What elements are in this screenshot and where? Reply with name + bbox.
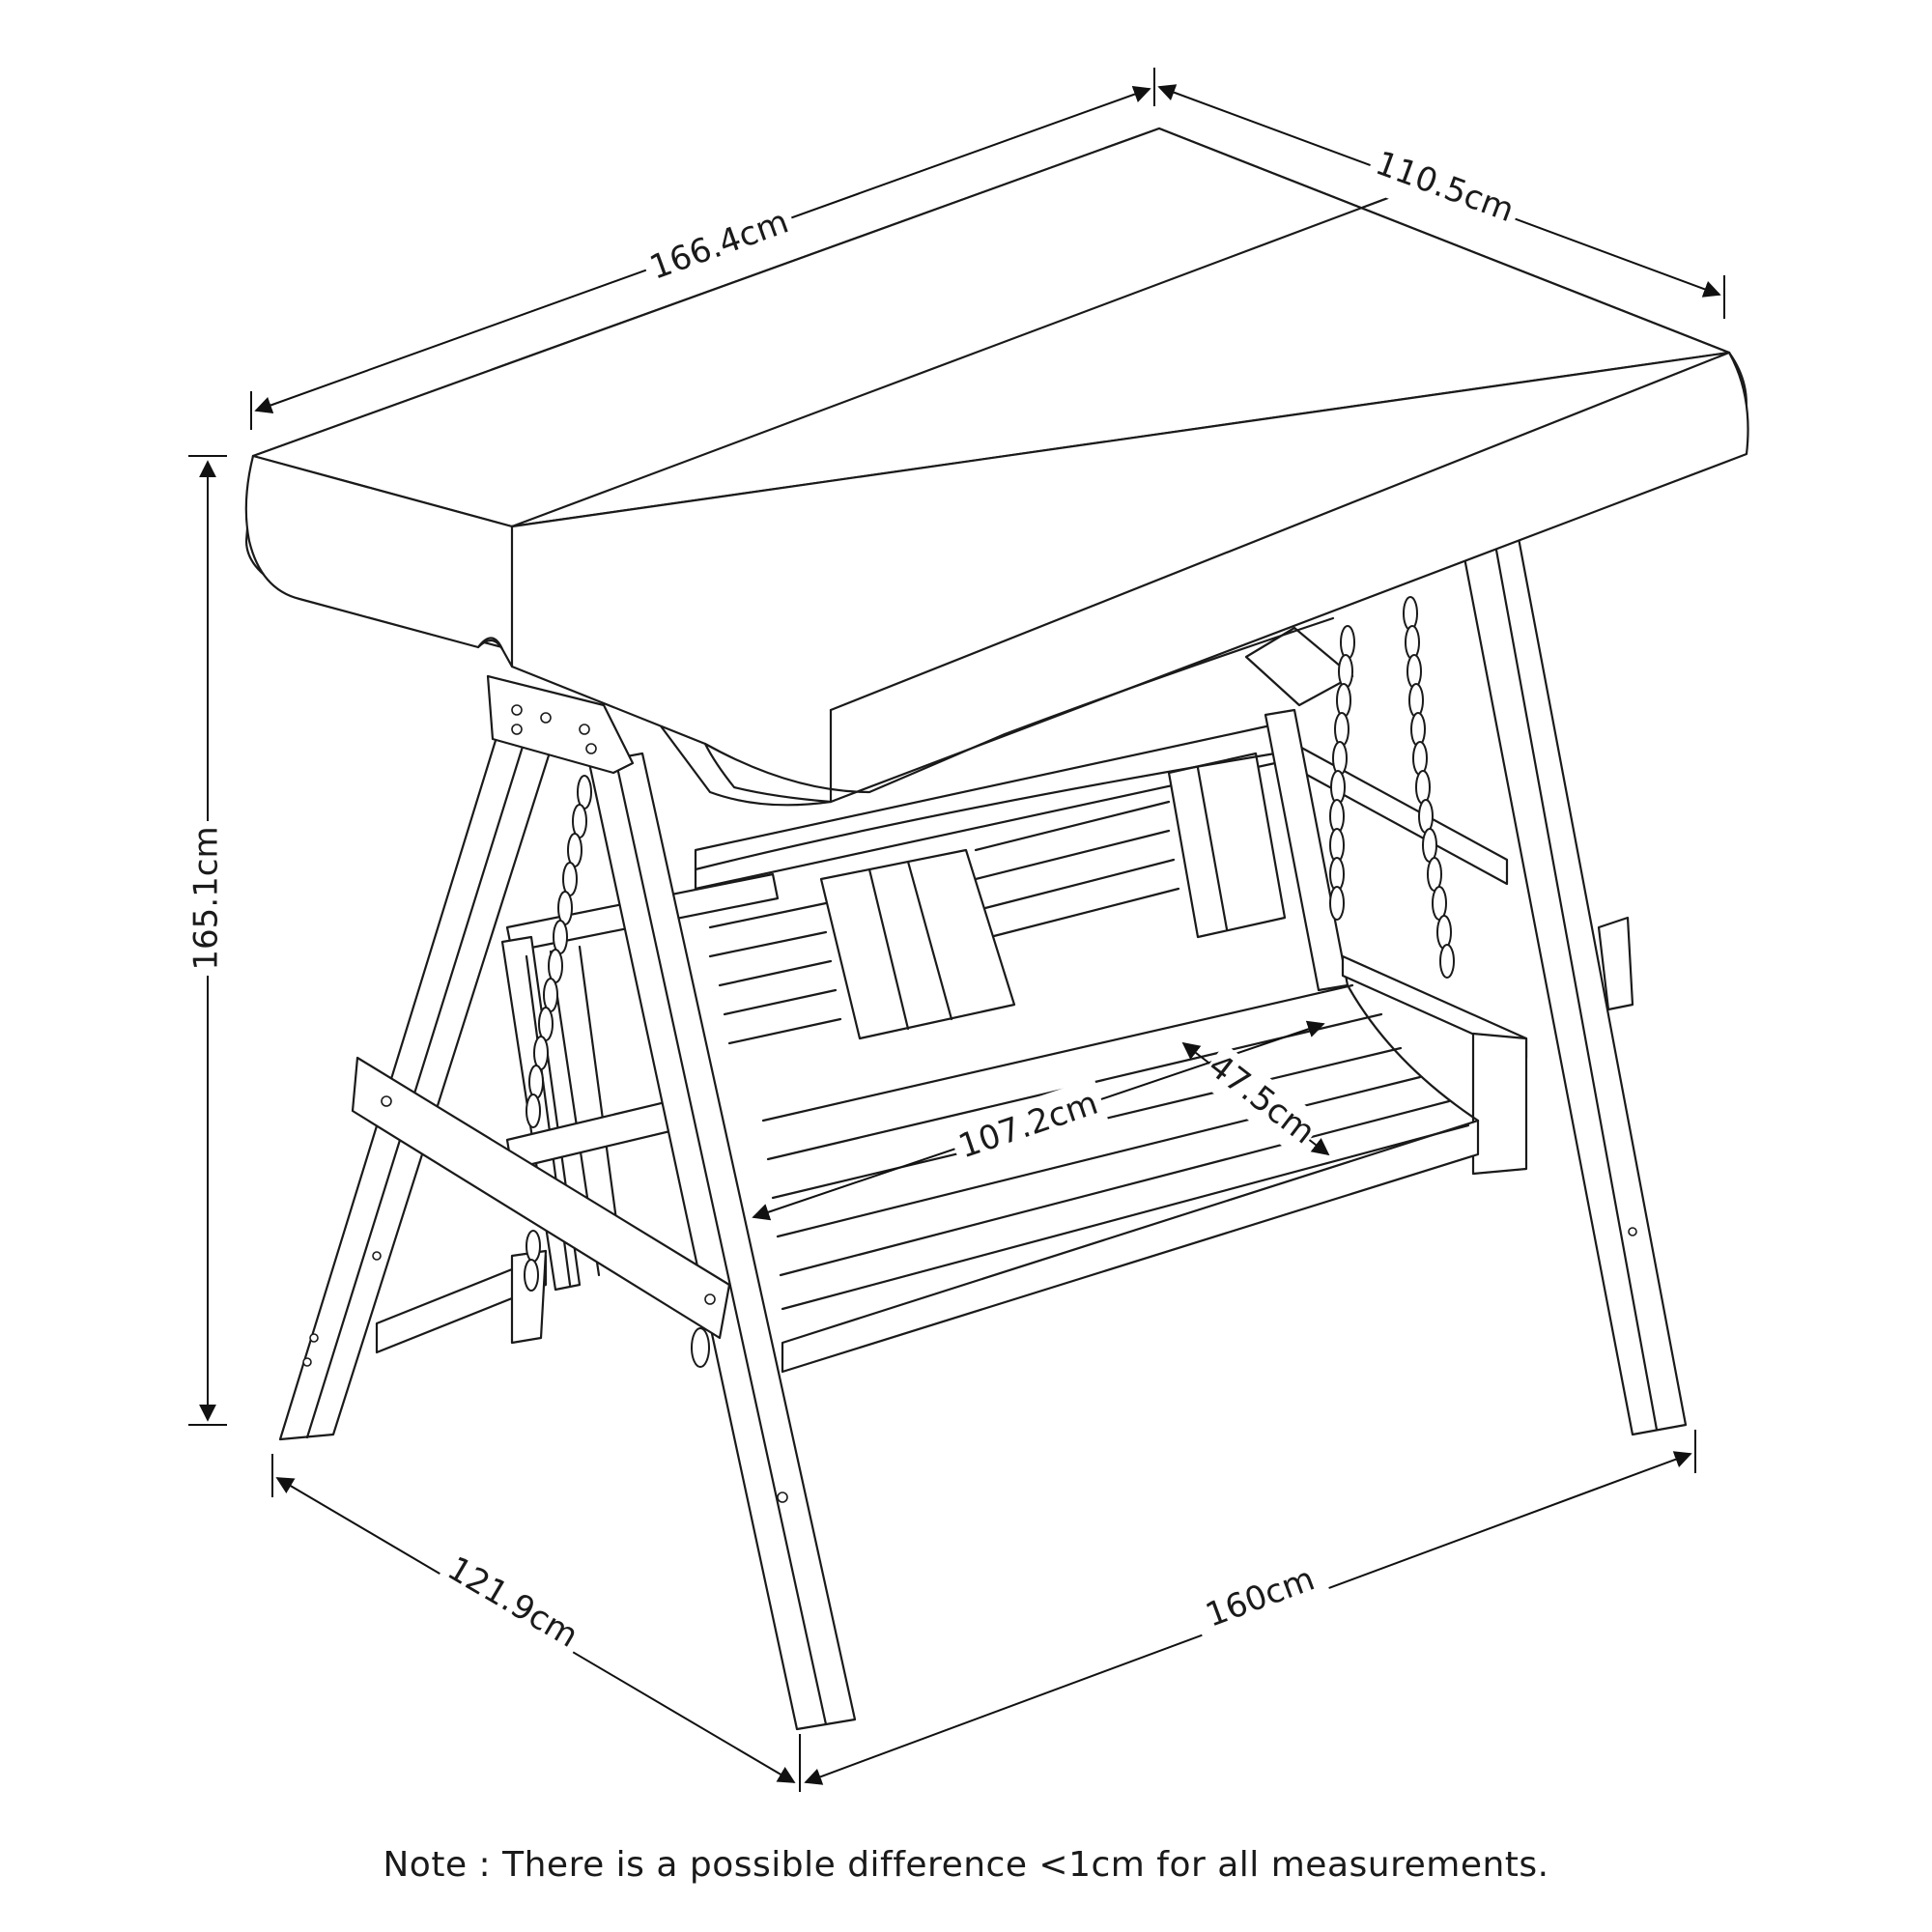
measurement-note: Note : There is a possible difference <1…: [383, 1845, 1549, 1885]
dimension-base-width: 160cm: [804, 1430, 1696, 1785]
label-seat-depth: 47.5cm: [1201, 1046, 1322, 1151]
right-chains: [1329, 596, 1455, 979]
label-height: 165.1cm: [187, 826, 226, 970]
dimension-height: 165.1cm: [179, 455, 237, 1426]
dimension-base-depth: 121.9cm: [271, 1454, 801, 1792]
dimension-seat-width: 107.2cm: [752, 1020, 1325, 1221]
dimension-seat-depth: 47.5cm: [1181, 1041, 1330, 1157]
left-chain: [524, 775, 710, 1368]
label-seat-width: 107.2cm: [953, 1084, 1102, 1167]
right-a-frame: [1244, 500, 1688, 1436]
